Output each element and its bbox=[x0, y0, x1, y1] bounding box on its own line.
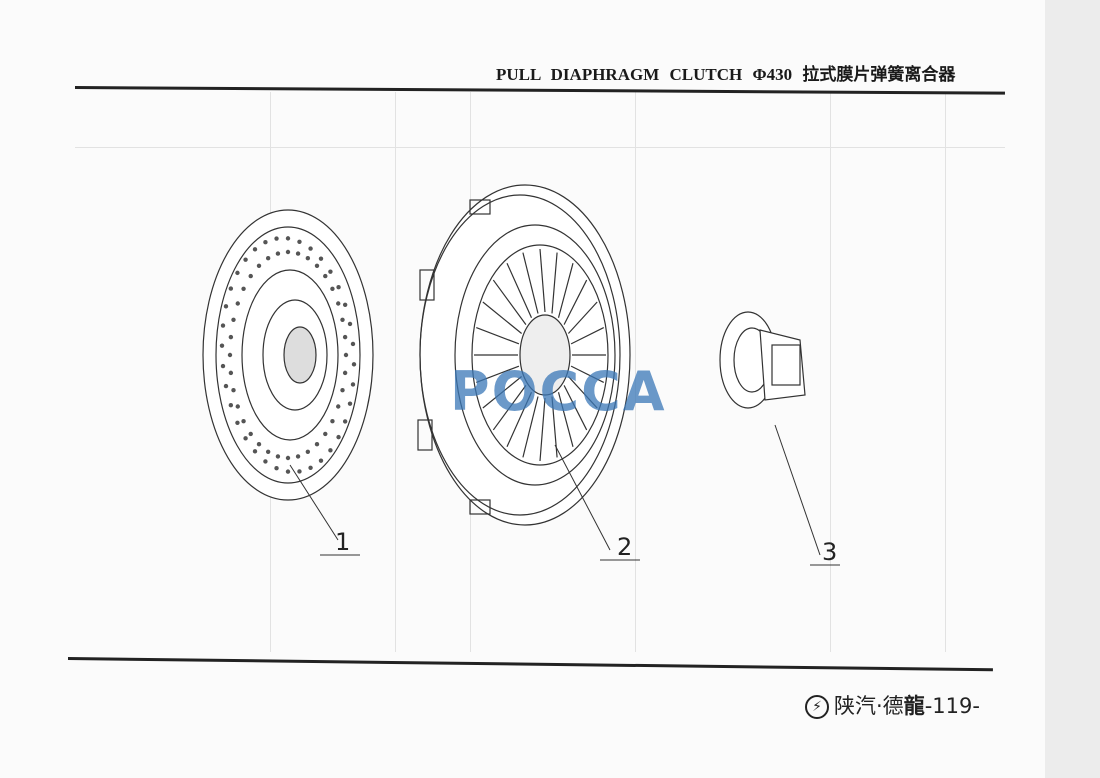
callout-2: 2 bbox=[617, 533, 633, 561]
footer-brand: 陕汽·德 bbox=[834, 694, 904, 718]
shaanxi-logo-icon: ⚡ bbox=[805, 695, 829, 719]
document-page: PULL DIAPHRAGM CLUTCH Φ430 拉式膜片弹簧离合器 bbox=[67, 65, 1005, 720]
page-title: PULL DIAPHRAGM CLUTCH Φ430 拉式膜片弹簧离合器 bbox=[496, 65, 956, 84]
pressure-plate bbox=[417, 184, 631, 526]
callout-leader-1 bbox=[289, 464, 339, 541]
page-number: -119- bbox=[924, 694, 980, 718]
scan-edge bbox=[1045, 0, 1100, 778]
clutch-exploded-drawing bbox=[202, 184, 840, 566]
watermark: POCCA bbox=[450, 360, 667, 423]
callout-leader-3 bbox=[774, 424, 821, 556]
callout-3: 3 bbox=[822, 538, 838, 566]
clutch-disc bbox=[202, 209, 374, 501]
callout-leader-2 bbox=[554, 444, 611, 551]
callout-1: 1 bbox=[335, 528, 351, 556]
release-bearing bbox=[719, 311, 806, 409]
footer-brand-strong: 龍 bbox=[903, 693, 925, 718]
page-footer: ⚡陕汽·德龍-119- bbox=[805, 690, 980, 720]
